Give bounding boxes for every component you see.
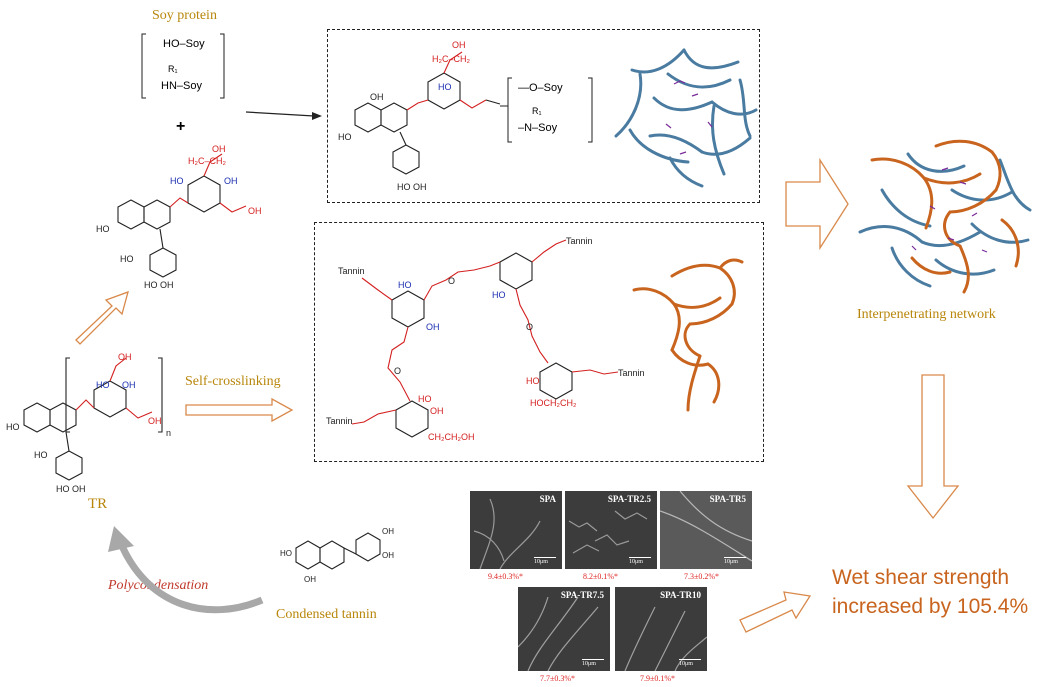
- svg-text:O: O: [526, 322, 533, 332]
- soy-amine-group: HN–Soy: [161, 80, 202, 92]
- svg-text:OH: OH: [452, 40, 466, 50]
- svg-text:HO: HO: [526, 376, 540, 386]
- soy-network-diagram: [614, 48, 758, 188]
- to-interpenetrating-arrow: [785, 157, 849, 251]
- svg-text:HO OH: HO OH: [56, 484, 86, 494]
- sem-scale-spa-tr5: 10μm: [724, 557, 746, 565]
- self-crosslinked-structure: [351, 239, 619, 438]
- svg-text:HO: HO: [6, 422, 20, 432]
- svg-text:O: O: [394, 366, 401, 376]
- sem-image-spa-tr2-5: SPA-TR2.5 10μm: [565, 491, 657, 569]
- interpenetrating-network-label: Interpenetrating network: [857, 307, 996, 322]
- sem-scale-spa-tr7-5: 10μm: [582, 659, 604, 667]
- sem-image-spa: SPA 10μm: [470, 491, 562, 569]
- sem-to-strength-arrow: [739, 591, 812, 633]
- svg-text:n: n: [166, 428, 171, 438]
- svg-text:HOCH₂CH₂: HOCH₂CH₂: [530, 398, 577, 408]
- sem-label-spa-tr7-5: SPA-TR7.5: [560, 590, 604, 600]
- svg-text:HO: HO: [398, 280, 412, 290]
- svg-text:OH: OH: [370, 92, 384, 102]
- svg-text:OH: OH: [148, 416, 162, 426]
- svg-text:HO: HO: [96, 224, 110, 234]
- soy-r1-label: R₁: [168, 64, 178, 74]
- wet-shear-strength-line2: increased by 105.4%: [832, 595, 1029, 618]
- svg-text:CH₂CH₂OH: CH₂CH₂OH: [428, 432, 475, 442]
- condensed-tannin-structure: [295, 532, 381, 570]
- svg-text:H₂C–CH₂: H₂C–CH₂: [188, 156, 226, 166]
- product-bracket: [500, 77, 593, 143]
- svg-text:HO: HO: [338, 132, 352, 142]
- svg-text:OH: OH: [212, 144, 226, 154]
- sem-value-spa-tr5: 7.3±0.2%*: [684, 572, 720, 581]
- polycondensation-arrow: [108, 526, 264, 614]
- plus-sign: +: [176, 118, 186, 135]
- soy-hydroxyl-group: HO–Soy: [163, 38, 205, 50]
- down-arrow: [906, 374, 960, 520]
- reaction-arrow: [245, 111, 322, 120]
- sem-scale-spa: 10μm: [534, 557, 556, 565]
- svg-text:OH: OH: [382, 527, 394, 536]
- sem-label-spa-tr10: SPA-TR10: [660, 590, 701, 600]
- sem-label-spa: SPA: [539, 494, 556, 504]
- soy-tannin-product-structure: [354, 51, 501, 175]
- svg-text:H₂C–CH₂: H₂C–CH₂: [432, 54, 470, 64]
- svg-text:Tannin: Tannin: [338, 266, 365, 276]
- self-crosslinking-box: [314, 222, 764, 462]
- product-r1-label: R₁: [532, 106, 542, 116]
- svg-text:OH: OH: [426, 322, 440, 332]
- svg-text:OH: OH: [304, 575, 316, 584]
- self-crosslinking-label: Self-crosslinking: [185, 374, 281, 389]
- svg-text:OH: OH: [430, 406, 444, 416]
- svg-text:HO: HO: [170, 176, 184, 186]
- soy-protein-bracket: [141, 33, 225, 99]
- svg-text:Tannin: Tannin: [618, 368, 645, 378]
- product-ether-group: —O–Soy: [518, 82, 563, 94]
- tr-polymer-structure: [23, 357, 163, 481]
- svg-text:HO: HO: [418, 394, 432, 404]
- sem-value-spa-tr10: 7.9±0.1%*: [640, 674, 676, 683]
- soy-tannin-reaction-box: [327, 29, 760, 203]
- tannin-resin-monomer-structure: [117, 153, 247, 278]
- sem-scale-spa-tr2-5: 10μm: [629, 557, 651, 565]
- tr-label: TR: [88, 496, 108, 512]
- sem-image-spa-tr10: SPA-TR10 10μm: [615, 587, 707, 671]
- svg-text:OH: OH: [122, 380, 136, 390]
- svg-text:HO: HO: [280, 549, 292, 558]
- sem-scale-spa-tr10: 10μm: [679, 659, 701, 667]
- sem-value-spa: 9.4±0.3%*: [488, 572, 524, 581]
- svg-text:HO: HO: [492, 290, 506, 300]
- tr-to-monomer-arrow: [75, 290, 129, 345]
- svg-text:Tannin: Tannin: [566, 236, 593, 246]
- svg-text:OH: OH: [118, 352, 132, 362]
- sem-image-spa-tr5: SPA-TR5 10μm: [660, 491, 752, 569]
- svg-text:HO OH: HO OH: [397, 182, 427, 192]
- product-amine-group: –N–Soy: [518, 122, 558, 134]
- svg-text:HO: HO: [438, 82, 452, 92]
- svg-text:Tannin: Tannin: [326, 416, 353, 426]
- self-crosslinking-arrow: [185, 397, 294, 423]
- interpenetrating-network-diagram: [858, 139, 1032, 294]
- svg-text:O: O: [448, 276, 455, 286]
- polycondensation-label: Polycondensation: [108, 578, 209, 593]
- svg-text:HO: HO: [96, 380, 110, 390]
- sem-image-spa-tr7-5: SPA-TR7.5 10μm: [518, 587, 610, 671]
- sem-value-spa-tr7-5: 7.7±0.3%*: [540, 674, 576, 683]
- svg-text:HO: HO: [120, 254, 134, 264]
- condensed-tannin-label: Condensed tannin: [276, 607, 377, 622]
- sem-value-spa-tr2-5: 8.2±0.1%*: [583, 572, 619, 581]
- sem-label-spa-tr2-5: SPA-TR2.5: [607, 494, 651, 504]
- svg-text:HO: HO: [34, 450, 48, 460]
- svg-text:OH: OH: [382, 551, 394, 560]
- svg-text:OH: OH: [224, 176, 238, 186]
- wet-shear-strength-line1: Wet shear strength: [832, 566, 1010, 589]
- svg-text:HO OH: HO OH: [144, 280, 174, 290]
- svg-text:OH: OH: [248, 206, 262, 216]
- soy-protein-label: Soy protein: [152, 8, 217, 23]
- tannin-network-diagram: [632, 258, 744, 412]
- sem-label-spa-tr5: SPA-TR5: [709, 494, 746, 504]
